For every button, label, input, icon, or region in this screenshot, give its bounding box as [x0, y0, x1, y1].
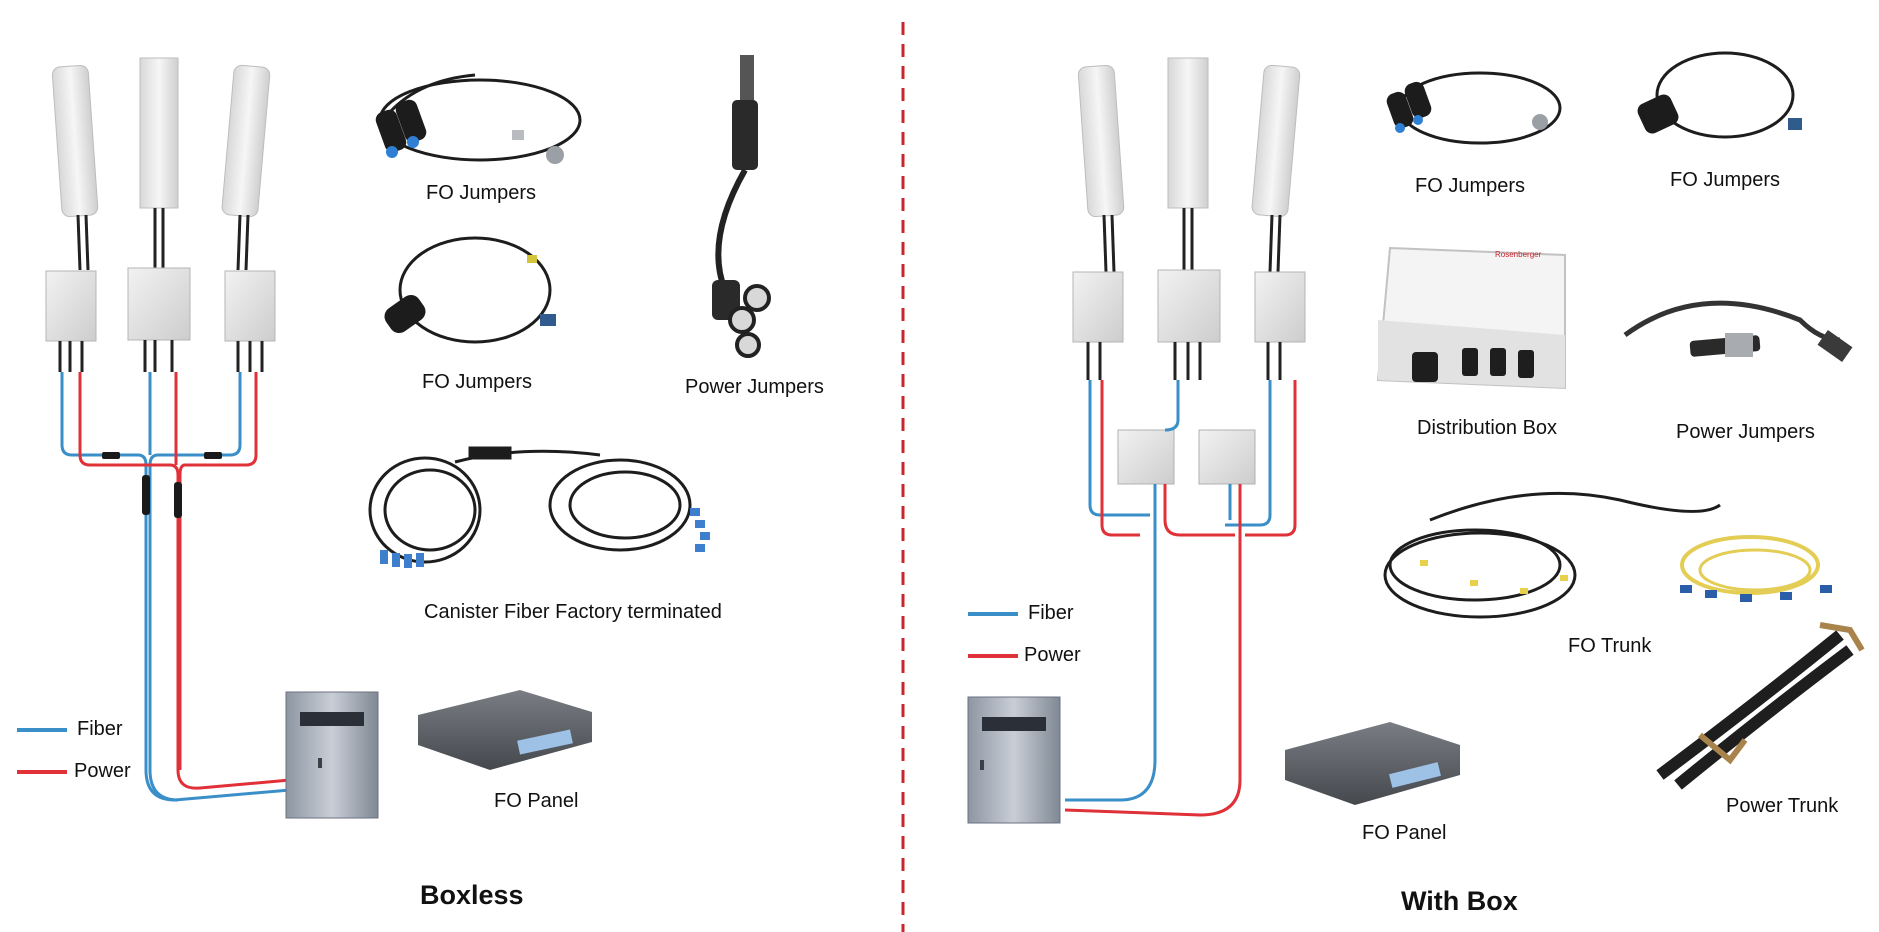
distribution-box-unit-1	[1117, 429, 1175, 485]
radio-connectors-withbox	[1086, 342, 1282, 380]
legend-fiber-label-boxless: Fiber	[77, 718, 123, 740]
label-canister-fiber: Canister Fiber Factory terminated	[424, 601, 722, 623]
antenna-left-withbox	[1077, 64, 1125, 218]
antenna-center-withbox	[1167, 57, 1209, 209]
legend-power-swatch-withbox	[968, 654, 1018, 658]
label-fo-panel-withbox: FO Panel	[1362, 822, 1447, 844]
distribution-box-brand: Rosenberger	[1495, 250, 1542, 259]
fo-panel-image-right	[1285, 722, 1460, 805]
canister-fiber-image	[368, 446, 710, 568]
label-fo-jumpers-1: FO Jumpers	[426, 182, 537, 204]
radio-unit-center-withbox	[1157, 269, 1221, 343]
section-title-boxless: Boxless	[420, 880, 524, 910]
label-power-jumpers-withbox: Power Jumpers	[1676, 421, 1815, 443]
fo-jumpers-image-1	[375, 73, 582, 164]
distribution-box-unit-2	[1198, 429, 1256, 485]
legend-fiber-label-withbox: Fiber	[1028, 602, 1074, 624]
legend-fiber-swatch-withbox	[968, 612, 1018, 616]
fo-trunk-image	[1383, 491, 1832, 619]
antenna-right	[221, 64, 271, 218]
label-fo-jumpers-3: FO Jumpers	[1415, 175, 1526, 197]
power-jumpers-image-right	[1623, 300, 1853, 362]
antenna-right-withbox	[1251, 64, 1301, 218]
antenna-cables-withbox	[1102, 208, 1282, 273]
radio-unit-right-withbox	[1254, 271, 1306, 343]
fo-jumpers-image-3	[1386, 71, 1562, 145]
radio-unit-left	[45, 270, 97, 342]
power-routes-withbox	[1064, 380, 1297, 817]
power-trunk-image	[1656, 622, 1865, 790]
section-title-withbox: With Box	[1401, 886, 1518, 916]
label-power-jumpers-boxless: Power Jumpers	[685, 376, 824, 398]
label-fo-jumpers-2: FO Jumpers	[422, 371, 533, 393]
power-jumpers-image-left	[712, 55, 771, 358]
antenna-left	[51, 64, 99, 218]
fiber-routes-withbox	[1065, 380, 1272, 802]
fo-jumpers-image-2	[384, 236, 556, 344]
label-distribution-box: Distribution Box	[1417, 417, 1558, 439]
legend-power-label-boxless: Power	[74, 760, 131, 782]
label-fo-trunk: FO Trunk	[1568, 635, 1652, 657]
legend-power-swatch-boxless	[17, 770, 67, 774]
legend-power-label-withbox: Power	[1024, 644, 1081, 666]
fo-panel-image-left	[418, 690, 592, 770]
fiber-routes-boxless	[60, 372, 291, 802]
cabinet-boxless	[285, 691, 379, 819]
label-fo-jumpers-4: FO Jumpers	[1670, 169, 1781, 191]
label-power-trunk: Power Trunk	[1726, 795, 1839, 817]
cabinet-withbox	[967, 696, 1061, 824]
radio-unit-center	[127, 267, 191, 341]
distribution-box-image: Rosenberger	[1376, 246, 1566, 390]
radio-unit-left-withbox	[1072, 271, 1124, 343]
radio-unit-right	[224, 270, 276, 342]
fo-jumpers-image-4	[1637, 51, 1802, 139]
antenna-center	[139, 57, 179, 209]
antenna-cables	[76, 208, 250, 271]
breakout-joints	[102, 452, 222, 518]
legend-fiber-swatch-boxless	[17, 728, 67, 732]
power-routes-boxless	[78, 372, 291, 790]
radio-connectors	[58, 340, 264, 372]
label-fo-panel-boxless: FO Panel	[494, 790, 579, 812]
